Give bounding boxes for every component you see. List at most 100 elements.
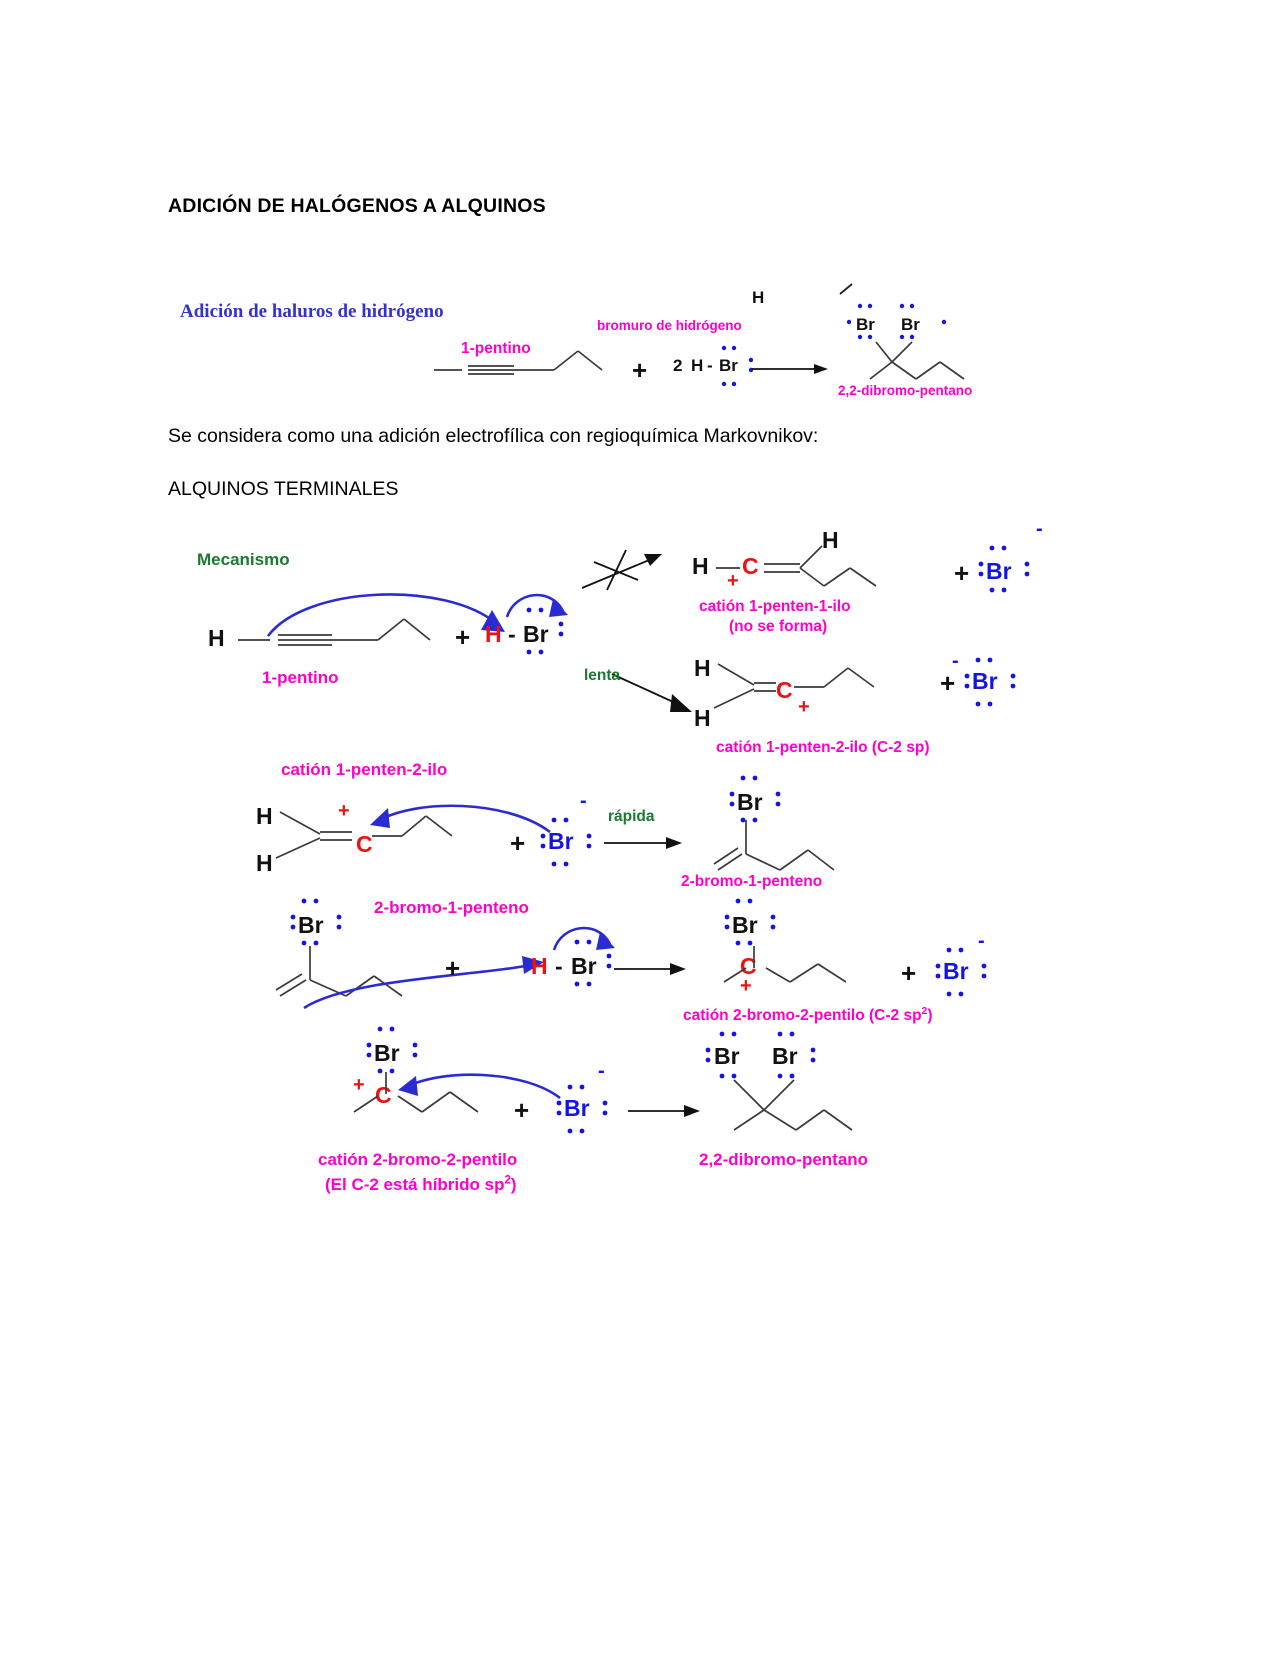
structure-1-pentino-mech bbox=[238, 618, 431, 646]
reaction-arrow-step4 bbox=[628, 1105, 700, 1117]
paragraph-markovnikov: Se considera como una adición electrofíl… bbox=[168, 425, 819, 447]
dash-hbr-overall: - bbox=[707, 356, 713, 375]
label-reactant-step3: 2-bromo-1-penteno bbox=[374, 898, 529, 917]
atom-br-reactant-step3: Br bbox=[298, 912, 324, 938]
curved-arrow-bromide-attack-step2 bbox=[370, 804, 551, 834]
atom-h-product-overall: H bbox=[752, 288, 765, 307]
atom-c-step2: C bbox=[356, 831, 373, 857]
lonepairs-br-reactant-step3 bbox=[290, 898, 342, 946]
label-cation-2-bromo-2-pentilo-step3: catión 2-bromo-2-pentilo (C-2 sp2) bbox=[683, 1005, 933, 1025]
label-reactant-step2: catión 1-penten-2-ilo bbox=[281, 760, 448, 779]
label-product-overall: 2,2-dibromo-pentano bbox=[838, 383, 973, 398]
label-2-2-dibromo-pentano-final: 2,2-dibromo-pentano bbox=[699, 1150, 869, 1169]
atom-br-right-final: Br bbox=[772, 1043, 798, 1069]
reaction-arrow-step2 bbox=[604, 837, 682, 849]
arrow-branch-bottom bbox=[611, 673, 692, 712]
atom-h-hbr-overall: H bbox=[691, 356, 704, 375]
lonepairs-br-reactant-step4 bbox=[366, 1026, 418, 1074]
atom-br-bromide-top: Br bbox=[986, 558, 1012, 584]
atom-h-top-cation2: H bbox=[694, 655, 711, 681]
lonepairs-bromide-step4 bbox=[556, 1084, 608, 1134]
label-rapida: rápida bbox=[608, 808, 655, 825]
lonepairs-br-product-step2 bbox=[729, 775, 781, 823]
label-lenta: lenta bbox=[584, 667, 621, 684]
label-cation-1-penten-1-ilo: catión 1-penten-1-ilo bbox=[699, 598, 851, 615]
label-2-bromo-1-penteno-step2: 2-bromo-1-penteno bbox=[681, 873, 823, 890]
reaction-arrow-step3 bbox=[614, 963, 686, 975]
structure-product-overall bbox=[869, 341, 965, 380]
atom-br-bromide-step3: Br bbox=[943, 958, 969, 984]
paragraph-alquinos-terminales: ALQUINOS TERMINALES bbox=[168, 478, 399, 500]
atom-c-product-step3: C bbox=[740, 953, 757, 979]
atom-br-hbr-mech: Br bbox=[523, 621, 549, 647]
atom-br-left-final: Br bbox=[714, 1043, 740, 1069]
label-1-pentino-mech: 1-pentino bbox=[262, 668, 339, 687]
label-1-pentino-overall: 1-pentino bbox=[461, 340, 531, 357]
label-cation-2-bromo-2-pentilo-step4-line2: (El C-2 está híbrido sp2) bbox=[325, 1174, 517, 1195]
plus-bromide-top: + bbox=[954, 558, 970, 588]
lonepairs-br-hbr-mech bbox=[526, 607, 564, 655]
curved-arrow-bromide-attack-step4 bbox=[398, 1073, 561, 1100]
charge-plus-product-step3: + bbox=[740, 975, 752, 997]
label-cation-2-bromo-2-pentilo-step4-line1: catión 2-bromo-2-pentilo bbox=[318, 1150, 518, 1169]
charge-minus-bromide-step4: - bbox=[598, 1060, 605, 1082]
structure-reactant-step2 bbox=[275, 811, 453, 859]
atom-h-hbr-mech: H bbox=[485, 621, 502, 647]
charge-plus-cation2: + bbox=[798, 696, 810, 718]
charge-minus-step2: - bbox=[580, 790, 587, 812]
label-cation-1-penten-2-ilo: catión 1-penten-2-ilo (C-2 sp) bbox=[716, 739, 930, 756]
curved-arrow-hbr-heterolysis bbox=[505, 593, 568, 618]
lonepairs-br-product-step3 bbox=[724, 898, 776, 946]
dash-hbr-step3: - bbox=[555, 953, 563, 979]
label-no-se-forma: (no se forma) bbox=[729, 618, 828, 635]
label-text-step4-line2: (El C-2 está híbrido sp2) bbox=[325, 1174, 517, 1194]
atom-br-right-product-overall: Br bbox=[901, 315, 920, 334]
plus-step4: + bbox=[514, 1095, 530, 1125]
atom-h-pentino-mech: H bbox=[208, 625, 225, 651]
page-title: ADICIÓN DE HALÓGENOS A ALQUINOS bbox=[168, 195, 546, 217]
atom-br-product-step2: Br bbox=[737, 789, 763, 815]
atom-br-step2: Br bbox=[548, 828, 574, 854]
structure-1-pentino-overall bbox=[434, 350, 603, 375]
plus2-step3: + bbox=[901, 958, 917, 988]
coefficient-2-overall: 2 bbox=[673, 356, 683, 375]
atom-br-hbr-overall: Br bbox=[719, 356, 738, 375]
curved-arrow-hbr-heterolysis-step3 bbox=[552, 926, 615, 951]
lonepairs-final-product bbox=[705, 1031, 816, 1079]
curved-arrow-alkene-attack-step3 bbox=[303, 956, 544, 1010]
reaction-arrow-overall bbox=[752, 364, 828, 374]
plus-bromide-bottom: + bbox=[940, 668, 956, 698]
plus-step2: + bbox=[510, 828, 526, 858]
scheme-heading-haluros: Adición de haluros de hidrógeno bbox=[180, 301, 444, 322]
atom-br-hbr-step3: Br bbox=[571, 953, 597, 979]
atom-h-hbr-step3: H bbox=[531, 953, 548, 979]
atom-c-cation1: C bbox=[742, 553, 759, 579]
atom-br-reactant-step4: Br bbox=[374, 1040, 400, 1066]
label-text-step3: catión 2-bromo-2-pentilo (C-2 sp2) bbox=[683, 1005, 933, 1025]
lonepairs-bromide-top bbox=[978, 545, 1030, 593]
atom-br-product-step3: Br bbox=[732, 912, 758, 938]
charge-plus-step2: + bbox=[338, 800, 350, 822]
atom-br-bromide-bottom: Br bbox=[972, 668, 998, 694]
charge-minus-bromide-step3: - bbox=[978, 930, 985, 952]
lonepairs-bromide-step2 bbox=[540, 817, 592, 867]
structure-cation-2-bromo-2-pentilo-step3 bbox=[723, 946, 847, 983]
atom-h-bottom-cation2: H bbox=[694, 705, 711, 731]
lonepairs-bromide-step3 bbox=[935, 947, 987, 997]
structure-cation-2-bromo-2-pentilo-step4 bbox=[353, 1072, 479, 1113]
arrow-branch-top-crossed bbox=[581, 549, 662, 591]
mechanism-heading: Mecanismo bbox=[197, 550, 290, 569]
structure-2-bromo-1-penteno-step2 bbox=[713, 820, 835, 871]
atom-c-reactant-step4: C bbox=[375, 1082, 392, 1108]
plus-step3: + bbox=[445, 953, 461, 983]
atom-h-top-cation1: H bbox=[822, 527, 839, 553]
charge-minus-bromide-bottom: - bbox=[952, 650, 959, 672]
structure-cation-1-penten-2-ilo bbox=[713, 663, 875, 709]
structure-2-2-dibromo-pentano-final bbox=[733, 1079, 853, 1131]
atom-h-left-cation1: H bbox=[692, 553, 709, 579]
plus-mech-step1: + bbox=[455, 622, 471, 652]
lonepairs-bromide-bottom bbox=[964, 657, 1016, 707]
plus-overall: + bbox=[632, 355, 648, 385]
charge-plus-reactant-step4: + bbox=[353, 1074, 365, 1096]
